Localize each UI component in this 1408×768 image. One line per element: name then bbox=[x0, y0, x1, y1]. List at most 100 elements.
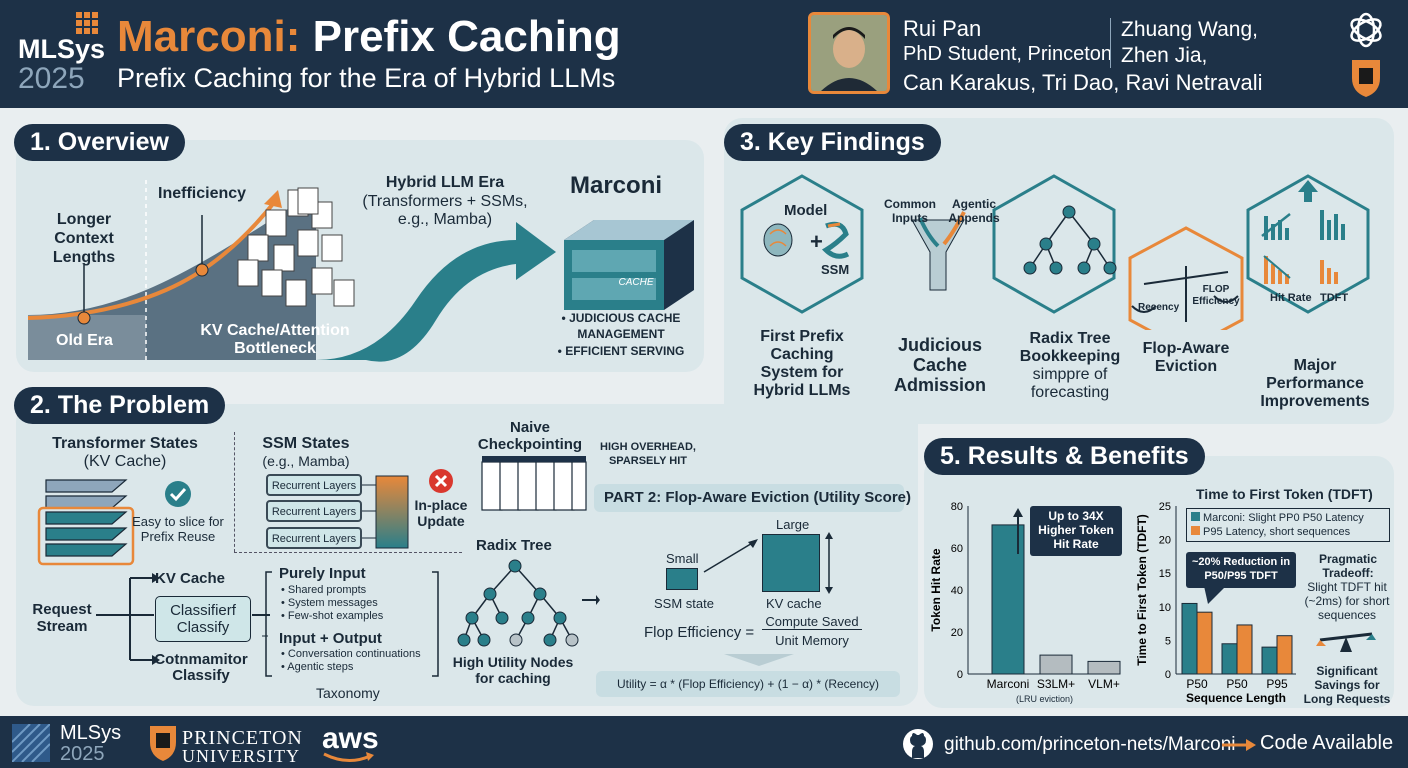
dashed-divider bbox=[234, 432, 235, 552]
y-tick-label: 20 bbox=[951, 627, 963, 639]
y-tick-label: 80 bbox=[951, 501, 963, 513]
utility-formula: Utility = α * (Flop Efficiency) + (1 − α… bbox=[596, 671, 900, 697]
y-tick-label: 60 bbox=[951, 543, 963, 555]
naive-checkpointing-label: Naive Checkpointing bbox=[477, 419, 583, 453]
footer-conf-name: MLSys bbox=[60, 722, 122, 744]
kv-cache-branch-label: KV Cache bbox=[155, 570, 226, 587]
y-tick-label: 5 bbox=[1165, 635, 1171, 647]
recurrent-layer-3: Recurrent Layers bbox=[266, 527, 362, 549]
overview-graphic: CACHE bbox=[27, 180, 694, 362]
kv-cache-paren-label: (KV Cache) bbox=[83, 453, 167, 470]
radix-tree-label: Radix Tree bbox=[476, 537, 552, 554]
purely-item-3: • Few-shot examples bbox=[281, 610, 384, 622]
taxonomy-bracket bbox=[262, 571, 439, 677]
pragmatic-title: Pragmatic Tradeoff: bbox=[1318, 552, 1378, 580]
reduction-callout: ~20% Reduction in P50/P95 TDFT bbox=[1186, 552, 1296, 588]
legend-p95-swatch bbox=[1191, 526, 1200, 535]
hit-rate-label: Hit Rate bbox=[1270, 292, 1312, 304]
presenter-photo bbox=[808, 12, 890, 94]
mlsys-logo-icon bbox=[12, 724, 50, 762]
y-axis-label: Token Hit Rate bbox=[929, 548, 943, 631]
checkpoint-docs-icon bbox=[481, 456, 587, 511]
arrow-right-icon bbox=[1222, 739, 1256, 751]
classifier-box: Classifierf Classify bbox=[155, 596, 251, 642]
ssm-sub-label: (e.g., Mamba) bbox=[262, 453, 350, 469]
classifier-arrows bbox=[96, 573, 270, 665]
bar-s3lm bbox=[1039, 654, 1073, 675]
conf-year: 2025 bbox=[18, 62, 85, 95]
size-arrow bbox=[703, 539, 758, 573]
io-item-2: • Agentic steps bbox=[281, 661, 354, 673]
forecasting-label: simppre of forecasting bbox=[1030, 366, 1110, 401]
io-item-1: • Conversation continuations bbox=[281, 648, 421, 660]
repo-link[interactable]: github.com/princeton-nets/Marconi bbox=[944, 734, 1236, 755]
header-bar: MLSys 2025 Marconi: Prefix Caching Prefi… bbox=[0, 0, 1408, 108]
x-icon bbox=[428, 468, 454, 499]
radix-tree-icon bbox=[457, 559, 600, 647]
plus-sign: + bbox=[810, 229, 823, 254]
legend-p95: P95 Latency, short sequences bbox=[1203, 526, 1351, 538]
up-arrow-icon bbox=[1013, 508, 1023, 554]
overview-bullet-2: • EFFICIENT SERVING bbox=[557, 344, 685, 358]
tdft-legend: Marconi: Slight PP0 P50 Latency P95 Late… bbox=[1186, 508, 1390, 542]
aws-logo: aws bbox=[322, 722, 379, 755]
flop-eff-numerator: Compute Saved bbox=[762, 614, 862, 630]
first-prefix-label: First Prefix Caching System for Hybrid L… bbox=[753, 328, 851, 399]
flop-eff-lhs: Flop Efficiency = bbox=[644, 624, 755, 641]
bar-marconi-1 bbox=[1221, 643, 1238, 675]
part2-title: PART 2: Flop-Aware Eviction (Utility Sco… bbox=[604, 489, 911, 506]
agentic-appends-label: Agentic Appends bbox=[948, 197, 1000, 225]
ssm-label: SSM bbox=[821, 262, 850, 277]
legend-marconi-swatch bbox=[1191, 512, 1200, 521]
high-utility-label: High Utility Nodes for caching bbox=[452, 654, 574, 686]
x-axis-label: Sequence Length bbox=[1186, 691, 1286, 705]
transformer-states-label: Transformer States bbox=[52, 435, 198, 452]
coauthors-2: Zhen Jia, bbox=[1121, 44, 1208, 67]
title-rest: Prefix Caching bbox=[312, 12, 621, 61]
easy-slice-label: Easy to slice for Prefix Reuse bbox=[132, 514, 224, 544]
purely-item-2: • System messages bbox=[281, 597, 378, 609]
coauthors-3: Can Karakus, Tri Dao, Ravi Netravali bbox=[903, 70, 1263, 95]
inefficiency-label: Inefficiency bbox=[158, 185, 247, 202]
github-icon[interactable] bbox=[902, 728, 934, 760]
small-ssm-square bbox=[666, 568, 698, 590]
bar-p95-2 bbox=[1276, 635, 1293, 675]
coauthors-1: Zhuang Wang, bbox=[1121, 18, 1258, 41]
code-available-label[interactable]: Code Available bbox=[1260, 732, 1394, 754]
hybrid-era-label: Hybrid LLM Era bbox=[385, 174, 505, 191]
old-era-label: Old Era bbox=[56, 332, 113, 349]
aws-smile-icon bbox=[323, 752, 374, 762]
y-tick-label: 0 bbox=[957, 669, 963, 681]
down-chevron-icon bbox=[724, 654, 794, 666]
header-divider bbox=[1110, 18, 1111, 68]
subtitle: Prefix Caching for the Era of Hybrid LLM… bbox=[117, 63, 616, 93]
x-tick-label: P95 bbox=[1266, 677, 1288, 691]
part2-header-bg bbox=[594, 484, 904, 512]
check-icon bbox=[164, 480, 192, 513]
kv-cache-size-label: KV cache bbox=[766, 596, 822, 611]
ssm-states-label: SSM States bbox=[262, 435, 350, 452]
footer-conf-year: 2025 bbox=[60, 743, 105, 765]
common-inputs-label: Common Inputs bbox=[884, 197, 936, 225]
recurrent-layer-1: Recurrent Layers bbox=[266, 474, 362, 496]
overview-title: 1. Overview bbox=[14, 124, 185, 161]
y-tick-label: 0 bbox=[1165, 669, 1171, 681]
inplace-update-label: In-place Update bbox=[414, 497, 468, 529]
lru-note: (LRU eviction) bbox=[1016, 694, 1074, 704]
presenter-role: PhD Student, Princeton bbox=[903, 43, 1113, 65]
recurrent-layer-2: Recurrent Layers bbox=[266, 500, 362, 522]
taxonomy-label: Taxonomy bbox=[316, 685, 380, 701]
longer-context-label: Longer Context Lengths bbox=[52, 211, 116, 266]
findings-hexagons: + bbox=[740, 174, 1370, 330]
small-label: Small bbox=[666, 551, 699, 566]
balance-scale-icon bbox=[1316, 632, 1376, 652]
significant-label: Significant Savings for Long Requests bbox=[1303, 664, 1391, 706]
results-title: 5. Results & Benefits bbox=[924, 438, 1205, 475]
y-axis-label: Time to First Token (TDFT) bbox=[1135, 514, 1149, 666]
princeton-shield-icon bbox=[1350, 58, 1382, 103]
large-label: Large bbox=[776, 517, 810, 532]
large-kv-square bbox=[762, 534, 820, 592]
cache-label: CACHE bbox=[618, 277, 653, 288]
purely-input-items: • Shared prompts • System messages • Few… bbox=[281, 584, 383, 623]
